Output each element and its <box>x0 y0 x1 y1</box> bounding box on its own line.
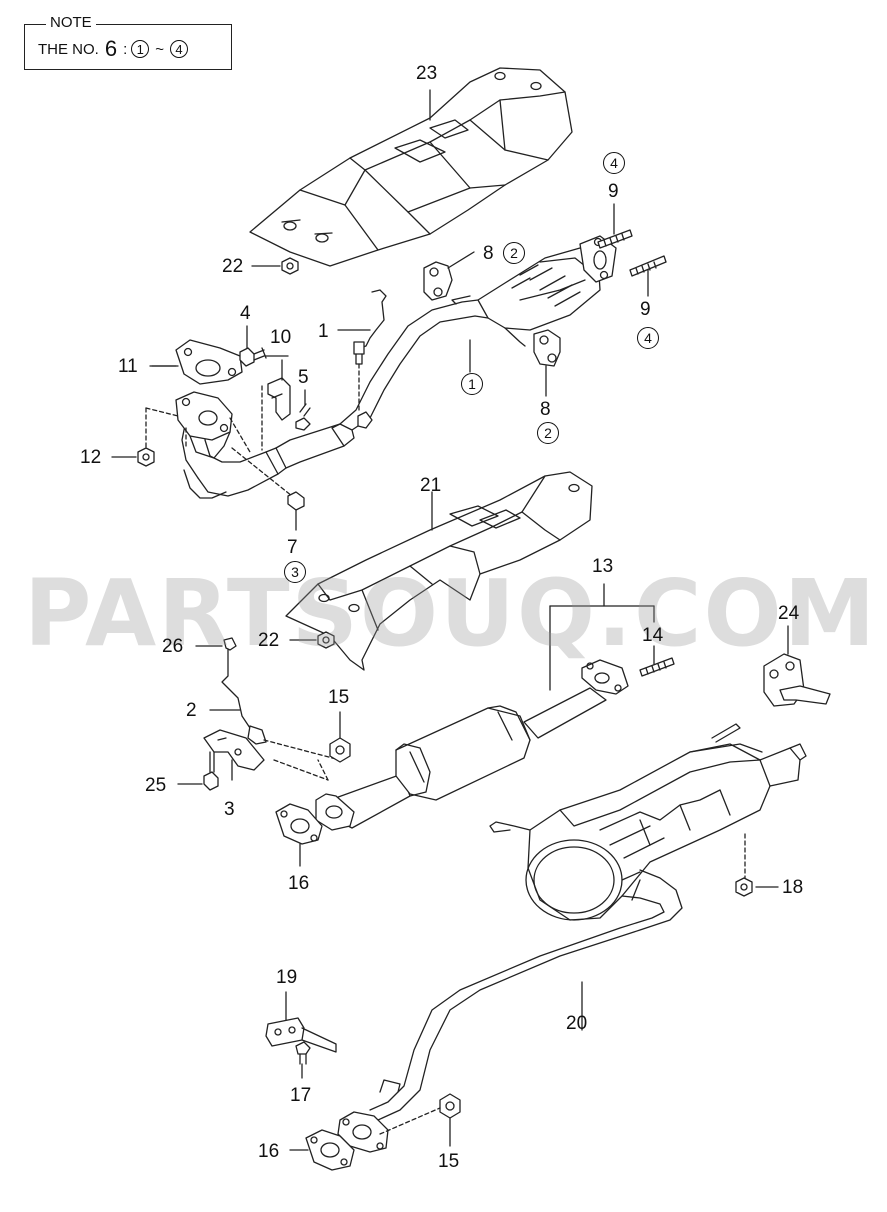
note-tilde: ~ <box>155 40 165 58</box>
note-range-start: 1 <box>131 40 150 58</box>
callout-23: 23 <box>416 63 438 84</box>
ref-1: 1 <box>461 373 483 395</box>
ref-3: 3 <box>284 561 306 583</box>
rubber-hanger-8-upper <box>423 251 475 301</box>
callout-22-upper: 22 <box>222 256 244 277</box>
ref-2-upper: 2 <box>503 242 525 264</box>
note-prefix: THE NO. <box>38 40 99 58</box>
oxygen-sensor-1 <box>337 289 387 411</box>
rubber-hanger-24 <box>763 625 831 707</box>
bolt-7 <box>287 491 305 531</box>
callout-2: 2 <box>186 700 197 721</box>
nut-22-lower <box>289 631 335 649</box>
callout-5: 5 <box>298 367 309 388</box>
bolt-4 <box>239 325 267 367</box>
sensor-guide-lines <box>263 739 341 781</box>
callout-10: 10 <box>270 327 292 348</box>
callout-16-upper: 16 <box>288 873 310 894</box>
callout-12: 12 <box>80 447 102 468</box>
callout-21: 21 <box>420 475 442 496</box>
callout-26: 26 <box>162 636 184 657</box>
gasket-16-lower <box>289 1129 355 1171</box>
main-muffler <box>337 723 807 1153</box>
ref-2-lower: 2 <box>537 422 559 444</box>
note-box <box>24 24 232 70</box>
callout-bracket-13 <box>549 583 655 691</box>
nut-22-upper <box>251 257 299 275</box>
ref-4-upper: 4 <box>603 152 625 174</box>
callout-24: 24 <box>778 603 800 624</box>
note-range-end: 4 <box>170 40 189 58</box>
bolt-17 <box>295 1041 311 1079</box>
bracket-3 <box>203 729 265 781</box>
nut-15-lower <box>379 1093 461 1147</box>
note-title: NOTE <box>46 14 96 31</box>
stud-9-lower <box>629 255 667 297</box>
callout-7: 7 <box>287 537 298 558</box>
gasket-11 <box>149 339 243 385</box>
rubber-hanger-8-lower <box>533 329 561 397</box>
callout-15-lower: 15 <box>438 1151 460 1172</box>
callout-18: 18 <box>782 877 804 898</box>
leader-lines <box>151 89 583 1031</box>
callout-17: 17 <box>290 1085 312 1106</box>
callout-1: 1 <box>318 321 329 342</box>
bolt-5 <box>295 389 311 431</box>
center-muffler <box>315 659 629 831</box>
bolt-25 <box>177 751 219 791</box>
callout-20: 20 <box>566 1013 588 1034</box>
note-number: 6 <box>104 36 118 61</box>
callout-13: 13 <box>592 556 614 577</box>
stud-9-upper <box>597 203 633 249</box>
callout-9-upper: 9 <box>608 181 619 202</box>
callout-15-upper: 15 <box>328 687 350 708</box>
callout-8-lower: 8 <box>540 399 551 420</box>
callout-22-lower: 22 <box>258 630 280 651</box>
nut-18 <box>735 833 779 897</box>
bracket-19 <box>265 991 337 1053</box>
callout-8-upper: 8 <box>483 243 494 264</box>
gasket-16-upper <box>275 803 323 867</box>
callout-3: 3 <box>224 799 235 820</box>
assembly-guide-lines <box>145 385 293 497</box>
callout-19: 19 <box>276 967 298 988</box>
bracket-10 <box>264 355 291 421</box>
callout-16-lower: 16 <box>258 1141 280 1162</box>
callout-25: 25 <box>145 775 167 796</box>
heat-protector-lower <box>285 471 593 671</box>
ref-4-lower: 4 <box>637 327 659 349</box>
callout-11: 11 <box>118 356 138 377</box>
callout-9-lower: 9 <box>640 299 651 320</box>
callout-4: 4 <box>240 303 251 324</box>
note-colon: : <box>123 40 128 58</box>
heat-protector-upper <box>249 67 573 267</box>
stud-14 <box>639 657 675 677</box>
callout-14: 14 <box>642 625 664 646</box>
front-pipe-assembly <box>175 235 617 499</box>
nut-15-upper <box>329 711 351 763</box>
oxygen-sensor-2 <box>195 637 267 745</box>
note-text: THE NO. 6 : 1 ~ 4 <box>38 36 189 62</box>
nut-12 <box>111 447 155 467</box>
